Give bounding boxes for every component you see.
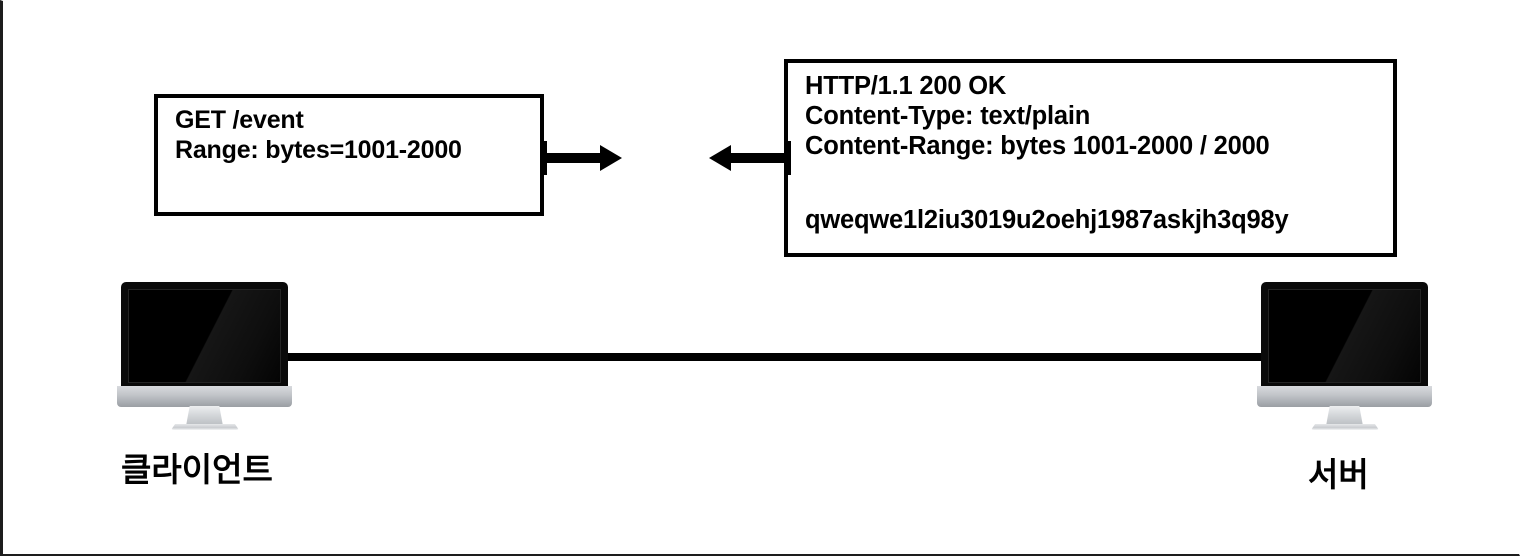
monitor-gloss	[1269, 290, 1420, 382]
request-arrow-icon	[540, 141, 622, 175]
monitor-neck	[1326, 406, 1363, 426]
response-arrow-icon	[709, 141, 791, 175]
client-label: 클라이언트	[121, 451, 273, 488]
monitor-bezel	[117, 386, 292, 407]
monitor-screen	[128, 289, 281, 383]
response-status-line: HTTP/1.1 200 OK	[805, 72, 1007, 100]
response-body: qweqwe1l2iu3019u2oehj1987askjh3q98y	[805, 206, 1289, 235]
request-arrow	[540, 141, 626, 180]
request-line-1: GET /event	[175, 106, 304, 134]
response-arrow	[709, 141, 791, 180]
network-cable	[199, 353, 1339, 361]
monitor-screen	[1268, 289, 1421, 383]
server-label: 서버	[1308, 456, 1369, 493]
client-monitor-icon	[113, 282, 296, 430]
server-monitor-icon	[1253, 282, 1436, 430]
response-blank-line	[805, 161, 1387, 175]
monitor-foot	[171, 424, 239, 430]
monitor-foot	[1311, 424, 1379, 430]
monitor-neck	[186, 406, 223, 426]
monitor-bezel	[1257, 386, 1432, 407]
monitor-body	[121, 282, 288, 388]
response-content-range: Content-Range: bytes 1001-2000 / 2000	[805, 132, 1270, 161]
request-line-2: Range: bytes=1001-2000	[175, 135, 462, 164]
monitor-gloss	[129, 290, 280, 382]
monitor-body	[1261, 282, 1428, 388]
response-content-type: Content-Type: text/plain	[805, 102, 1091, 131]
